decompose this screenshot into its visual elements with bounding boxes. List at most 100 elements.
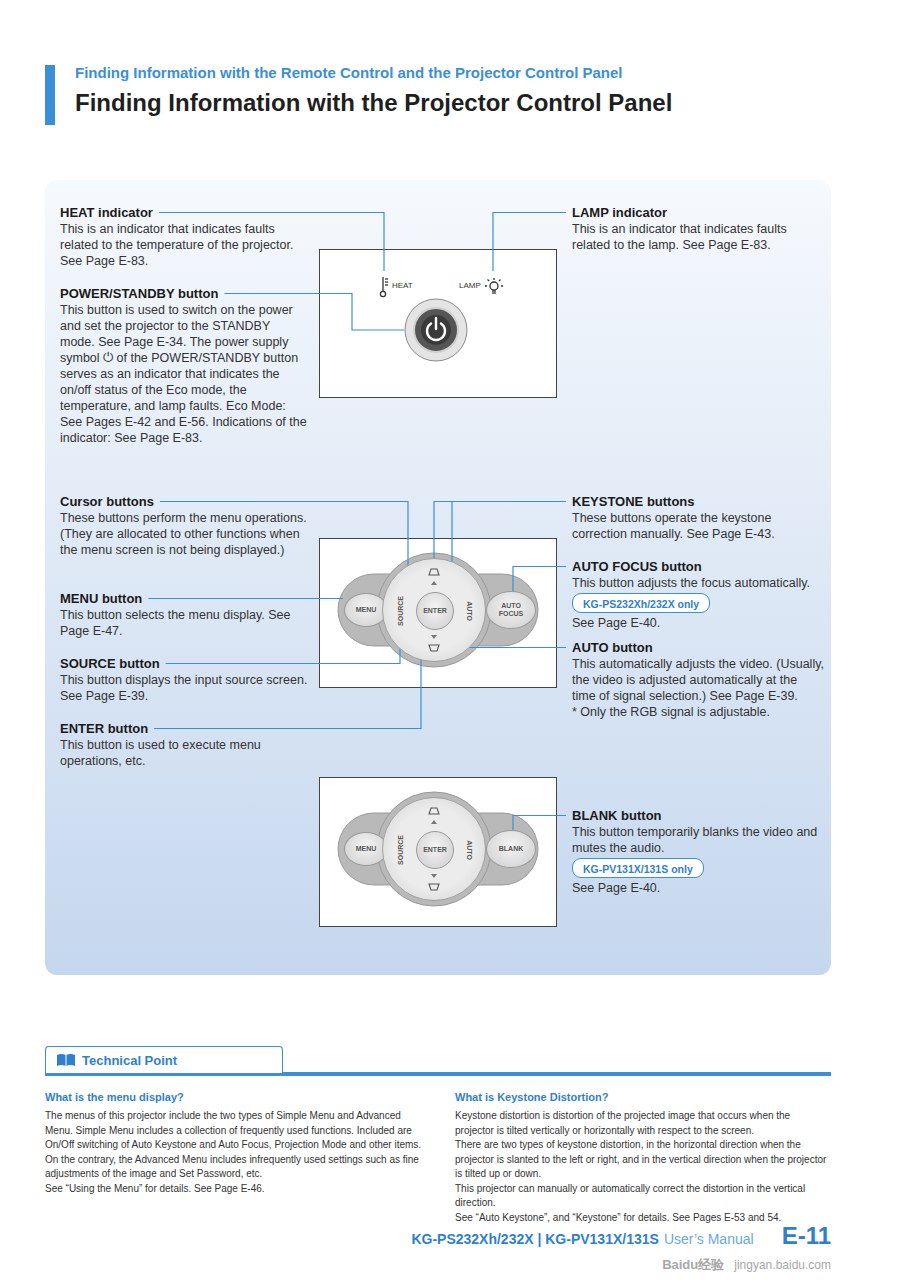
control-panel-top bbox=[320, 250, 557, 398]
badge-row: KG-PS232Xh/232X only bbox=[572, 591, 824, 615]
callout-head-row: SOURCE button bbox=[60, 654, 308, 672]
badge-row: KG-PV131X/131S only bbox=[572, 856, 824, 880]
callout-body: See Page E-40. bbox=[572, 880, 824, 896]
callout-heading: POWER/STANDBY button bbox=[60, 285, 218, 302]
leader-line bbox=[513, 816, 566, 831]
callout-body: This button is used to switch on the pow… bbox=[60, 302, 308, 446]
callout: POWER/STANDBY buttonThis button is used … bbox=[60, 284, 308, 446]
callout: ENTER buttonThis button is used to execu… bbox=[60, 719, 308, 769]
indicator-label: HEAT bbox=[392, 281, 413, 290]
tech-heading: What is the menu display? bbox=[45, 1090, 423, 1105]
cursor-pad: SOURCEAUTOENTER bbox=[382, 558, 486, 662]
tech-column: What is the menu display? The menus of th… bbox=[45, 1090, 423, 1196]
pad-label: AUTO bbox=[465, 601, 473, 621]
tech-column: What is Keystone Distortion? Keystone dis… bbox=[455, 1090, 831, 1225]
callout-head-row: AUTO FOCUS button bbox=[572, 557, 824, 575]
callout: HEAT indicatorThis is an indicator that … bbox=[60, 203, 308, 269]
callout-heading: SOURCE button bbox=[60, 655, 160, 672]
tech-body: This projector can manually or automatic… bbox=[455, 1182, 831, 1211]
watermark-text: Baidu经验 bbox=[662, 1257, 724, 1272]
callout-heading: ENTER button bbox=[60, 720, 148, 737]
callout-heading: MENU button bbox=[60, 590, 142, 607]
callout-head-row: KEYSTONE buttons bbox=[572, 492, 824, 510]
callout-body: This button adjusts the focus automatica… bbox=[572, 575, 824, 591]
callout-body: This is an indicator that indicates faul… bbox=[60, 221, 308, 269]
callout-body: This button selects the menu display. Se… bbox=[60, 607, 308, 639]
watermark: Baidu经验 jingyan.baidu.com bbox=[662, 1255, 831, 1274]
page-title: Finding Information with the Projector C… bbox=[75, 89, 672, 117]
cursor-pad: SOURCE AUTO ENTER bbox=[382, 797, 486, 901]
callout-heading: HEAT indicator bbox=[60, 204, 153, 221]
control-panel-pv bbox=[320, 778, 557, 927]
leader-line bbox=[166, 640, 400, 664]
node-text: MENU bbox=[356, 845, 377, 853]
tech-body: The menus of this projector include the … bbox=[45, 1109, 423, 1182]
callout: Cursor buttonsThese buttons perform the … bbox=[60, 492, 308, 558]
panel-body-ps bbox=[338, 553, 538, 667]
callout-body: This button temporarily blanks the video… bbox=[572, 824, 824, 856]
panel-button: BLANK bbox=[486, 830, 536, 868]
panel-button: ENTER bbox=[416, 592, 454, 630]
footer: KG-PS232Xh/232X | KG-PV131X/131SUser’s M… bbox=[411, 1222, 831, 1250]
section-tab: Technical Point bbox=[45, 1046, 283, 1073]
book-icon bbox=[56, 1052, 76, 1068]
title-bar bbox=[45, 65, 55, 125]
callout-head-row: Cursor buttons bbox=[60, 492, 308, 510]
callout: MENU buttonThis button selects the menu … bbox=[60, 589, 308, 639]
callout: AUTO FOCUS buttonThis button adjusts the… bbox=[572, 557, 824, 631]
tech-body: See “Using the Menu” for details. See Pa… bbox=[45, 1182, 423, 1197]
callout-body: This automatically adjusts the video. (U… bbox=[572, 656, 824, 704]
callout-body: These buttons perform the menu operation… bbox=[60, 510, 308, 558]
node-text: AUTO FOCUS bbox=[495, 602, 527, 618]
callout-heading: KEYSTONE buttons bbox=[572, 493, 695, 510]
lamp-icon bbox=[485, 278, 503, 293]
callout: SOURCE buttonThis button displays the in… bbox=[60, 654, 308, 704]
tech-body: Keystone distortion is distortion of the… bbox=[455, 1109, 831, 1138]
node-text: KG-PS232Xh/232X only bbox=[583, 598, 699, 610]
panel-body-pv bbox=[338, 792, 538, 906]
callout-heading: BLANK button bbox=[572, 807, 662, 824]
node-text: BLANK bbox=[499, 845, 524, 853]
callout: AUTO buttonThis automatically adjusts th… bbox=[572, 638, 824, 720]
callout-body: * Only the RGB signal is adjustable. bbox=[572, 704, 824, 720]
subtitle: Finding Information with the Remote Cont… bbox=[75, 64, 623, 81]
tech-body: There are two types of keystone distorti… bbox=[455, 1138, 831, 1182]
callout-body: This button displays the input source sc… bbox=[60, 672, 308, 704]
node-text: MENU bbox=[356, 606, 377, 614]
leader-line bbox=[513, 567, 566, 592]
callout-heading: LAMP indicator bbox=[572, 204, 667, 221]
callout-head-row: HEAT indicator bbox=[60, 203, 308, 221]
node-text: KG-PV131X/131S only bbox=[583, 863, 693, 875]
callout: KEYSTONE buttonsThese buttons operate th… bbox=[572, 492, 824, 542]
callout-body: These buttons operate the keystone corre… bbox=[572, 510, 824, 542]
callout-head-row: AUTO button bbox=[572, 638, 824, 656]
leader-line bbox=[434, 502, 566, 565]
node-text: Technical Point bbox=[82, 1053, 177, 1068]
heat-icon bbox=[380, 277, 388, 297]
watermark-text: jingyan.baidu.com bbox=[734, 1258, 831, 1272]
callout-head-row: POWER/STANDBY button bbox=[60, 284, 308, 302]
callout: LAMP indicatorThis is an indicator that … bbox=[572, 203, 824, 253]
pad-label: AUTO bbox=[465, 840, 473, 860]
indicator-label: LAMP bbox=[459, 281, 481, 290]
pad-label: SOURCE bbox=[397, 835, 405, 865]
tech-heading: What is Keystone Distortion? bbox=[455, 1090, 831, 1105]
callout-heading: AUTO FOCUS button bbox=[572, 558, 702, 575]
callout-head-row: MENU button bbox=[60, 589, 308, 607]
model-badge: KG-PS232Xh/232X only bbox=[572, 593, 710, 613]
callout-body: See Page E-40. bbox=[572, 615, 824, 631]
callout-head-row: ENTER button bbox=[60, 719, 308, 737]
info-panel bbox=[45, 180, 831, 975]
callout-heading: Cursor buttons bbox=[60, 493, 154, 510]
callout-body: This button is used to execute menu oper… bbox=[60, 737, 308, 769]
callout-body: This is an indicator that indicates faul… bbox=[572, 221, 824, 253]
leader-line bbox=[493, 213, 566, 272]
tech-body: See “Auto Keystone”, and “Keystone” for … bbox=[455, 1211, 831, 1226]
model-badge: KG-PV131X/131S only bbox=[572, 858, 704, 878]
page-number: E-11 bbox=[782, 1222, 831, 1250]
leader-line bbox=[468, 633, 566, 648]
panel-button: ENTER bbox=[416, 831, 454, 869]
callout-head-row: LAMP indicator bbox=[572, 203, 824, 221]
callout: BLANK buttonThis button temporarily blan… bbox=[572, 806, 824, 896]
